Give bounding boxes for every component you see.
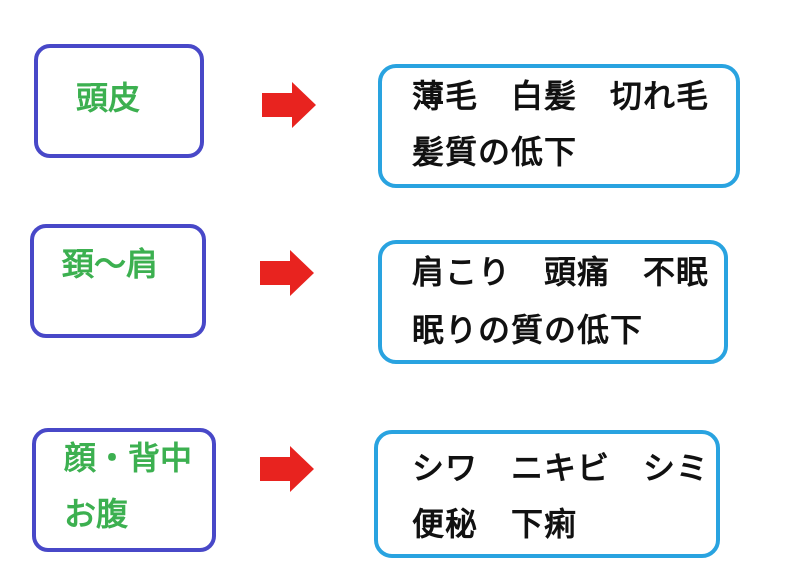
effect-line-1: 薄毛 白髪 切れ毛 xyxy=(412,77,710,115)
effect-box-face-back-belly: シワ ニキビ シミ 便秘 下痢 xyxy=(374,430,720,558)
right-arrow-icon xyxy=(262,82,316,128)
effect-box-neck-shoulder: 肩こり 頭痛 不眠 眠りの質の低下 xyxy=(378,240,728,364)
effect-line-2: 便秘 下痢 xyxy=(412,505,578,543)
area-box-face-back-belly: 顔・背中 お腹 xyxy=(32,428,216,552)
area-label: 頚～肩 xyxy=(62,245,159,283)
effect-line-2: 眠りの質の低下 xyxy=(412,311,644,349)
effect-line-2: 髪質の低下 xyxy=(412,133,578,171)
area-label: 頭皮 xyxy=(76,79,141,117)
right-arrow-icon xyxy=(260,250,314,296)
area-box-neck-shoulder: 頚～肩 xyxy=(30,224,206,338)
effect-line-1: 肩こり 頭痛 不眠 xyxy=(412,253,710,291)
right-arrow-icon xyxy=(260,446,314,492)
area-box-scalp: 頭皮 xyxy=(34,44,204,158)
effect-box-scalp: 薄毛 白髪 切れ毛 髪質の低下 xyxy=(378,64,740,188)
area-label: お腹 xyxy=(64,495,129,533)
area-label: 顔・背中 xyxy=(64,439,193,477)
effect-line-1: シワ ニキビ シミ xyxy=(412,449,710,487)
